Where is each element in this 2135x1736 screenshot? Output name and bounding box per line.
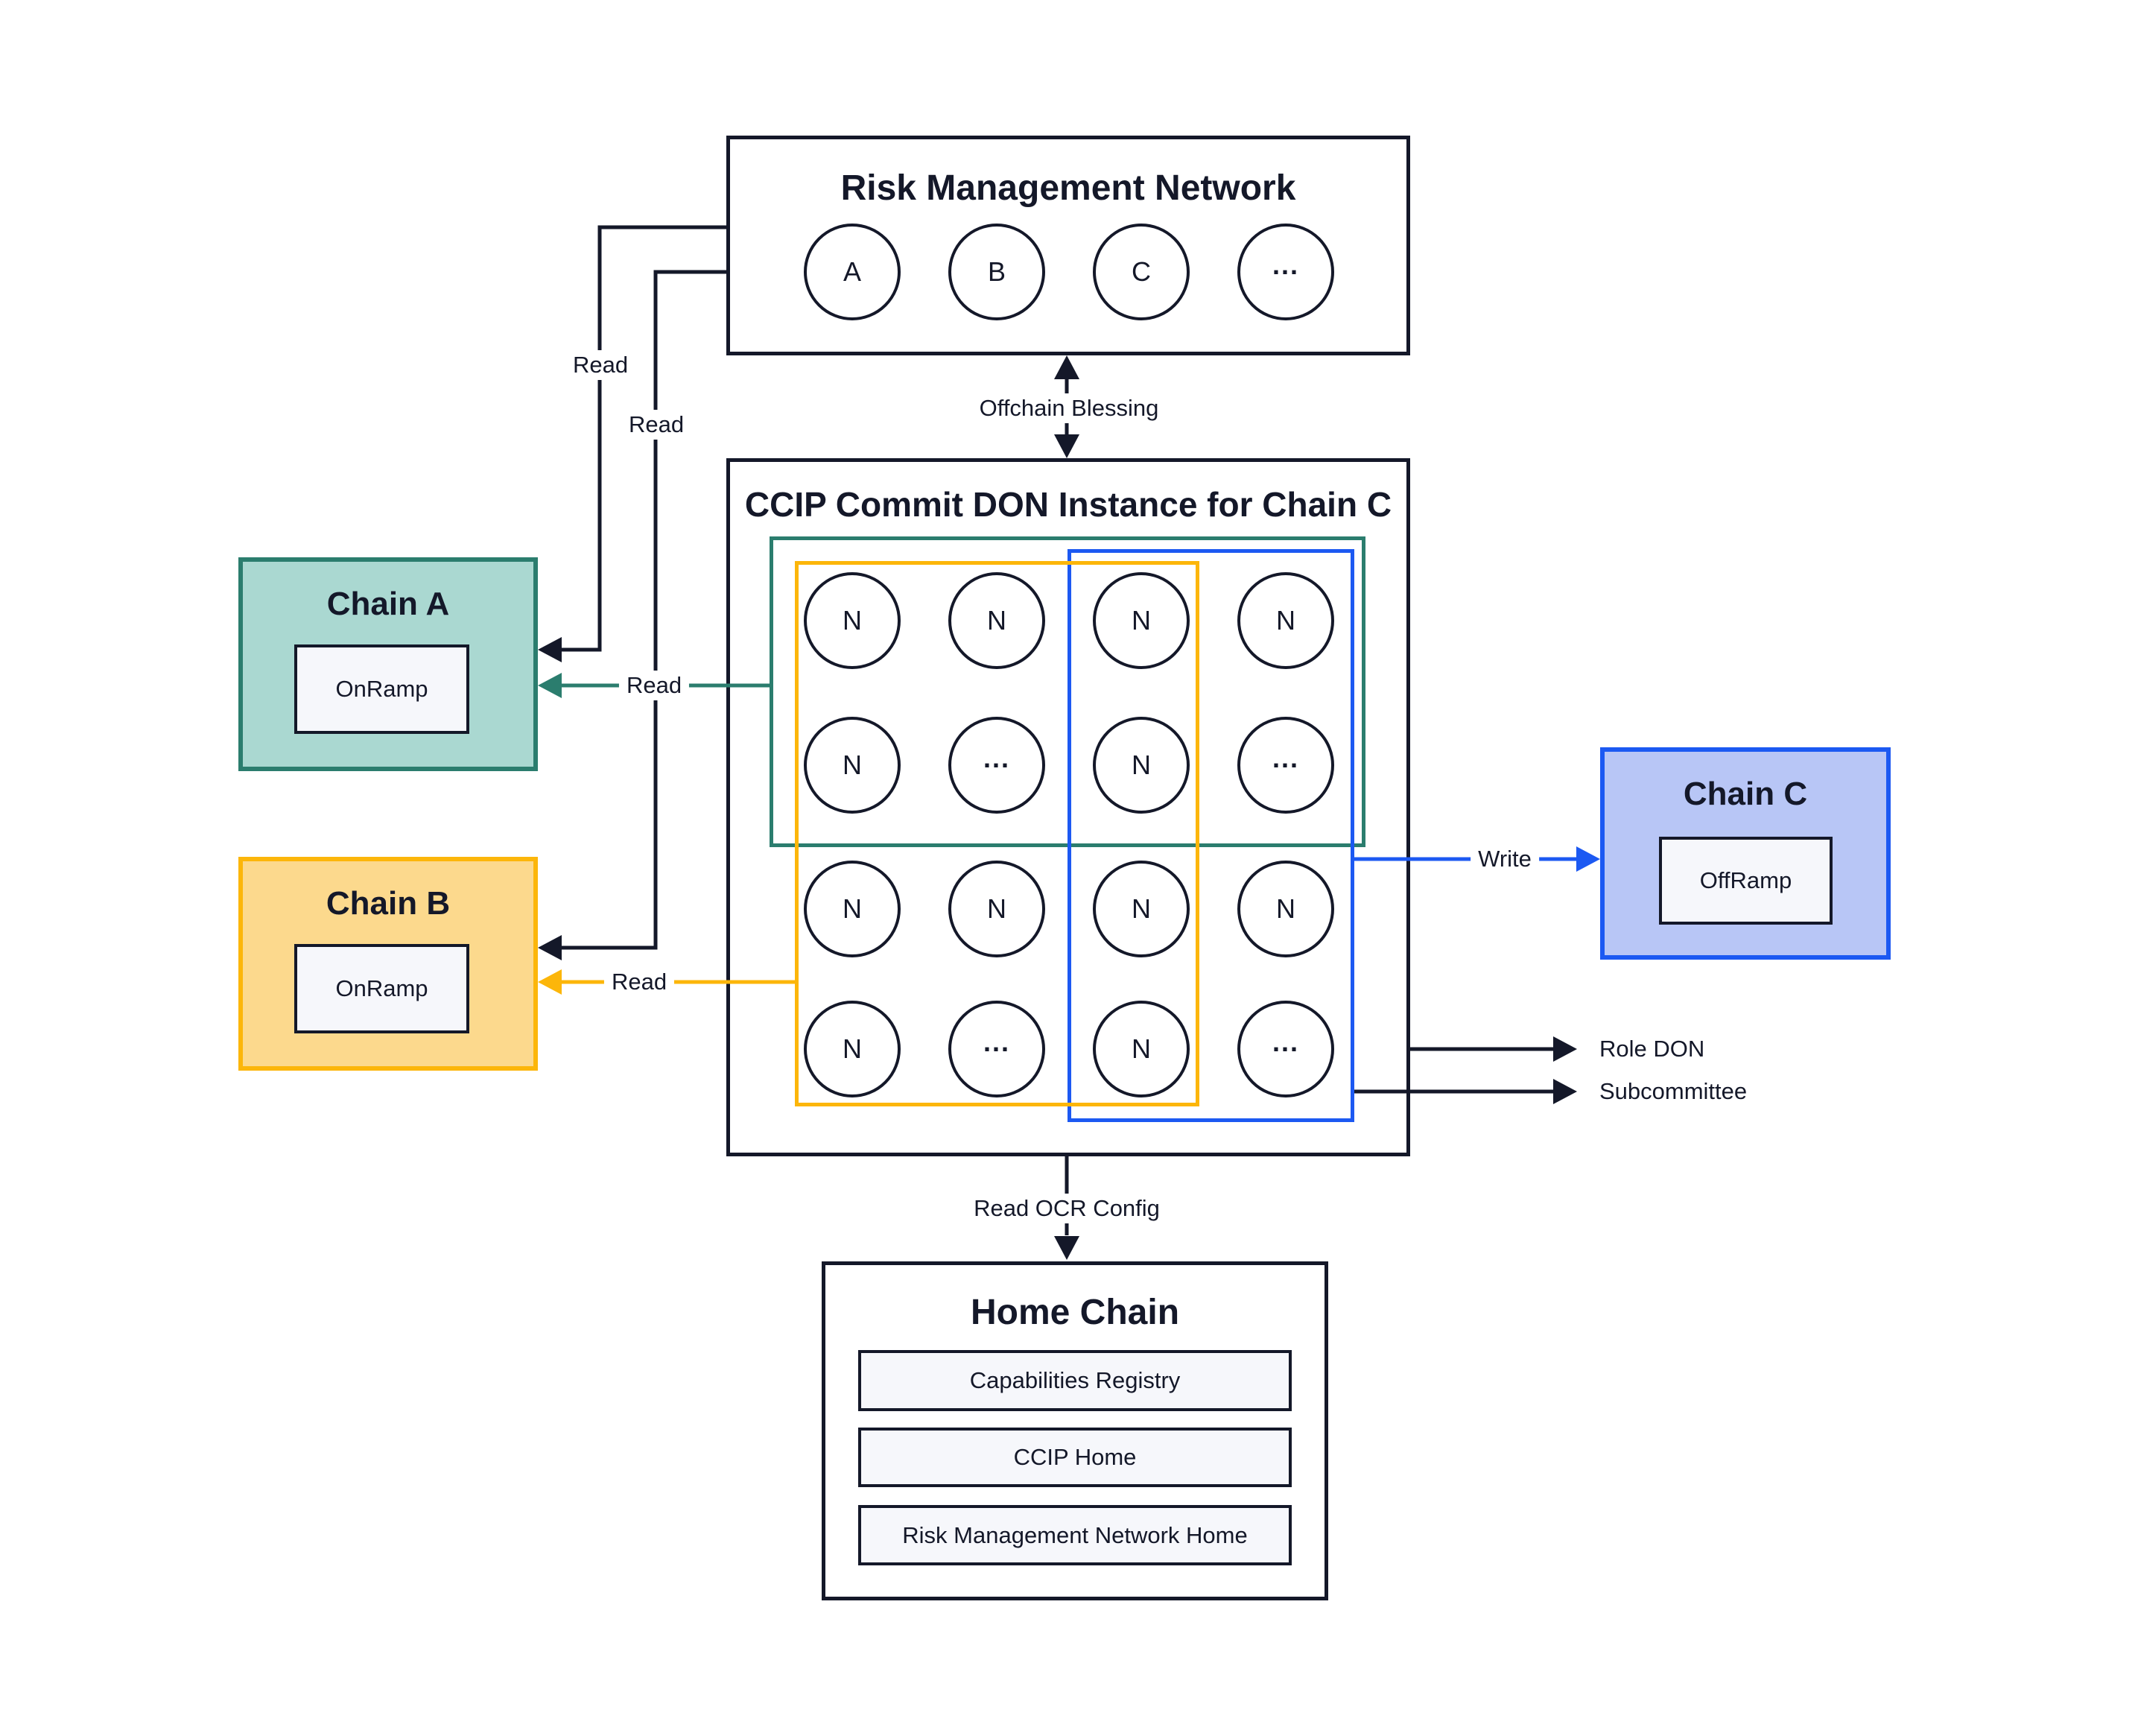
arrowhead-down-icon	[1054, 1236, 1079, 1260]
read-label-don-to-a: Read	[618, 671, 690, 700]
arrowhead-right-icon	[1576, 846, 1600, 872]
ccip-commit-don-title: CCIP Commit DON Instance for Chain C	[744, 485, 1392, 524]
rmn-node-a: A	[804, 224, 901, 320]
chain-b-onramp-box: OnRamp	[294, 944, 469, 1033]
rmn-node-more-label: ...	[1272, 250, 1299, 280]
arrowhead-left-icon	[538, 673, 562, 698]
rmn-node-c-label: C	[1132, 256, 1151, 287]
ccip-home-box: CCIP Home	[858, 1428, 1292, 1487]
chain-a-onramp-label: OnRamp	[335, 676, 428, 702]
role-don-label: Role DON	[1599, 1036, 1705, 1062]
chain-b-subcommittee-rect	[795, 561, 1199, 1106]
chain-c-subcommittee-rect	[1068, 549, 1354, 1122]
don-node: ...	[948, 717, 1045, 814]
chain-b-title: Chain B	[326, 885, 451, 922]
don-node: ...	[948, 1001, 1045, 1097]
don-node: N	[804, 572, 901, 669]
rmn-node-c: C	[1093, 224, 1190, 320]
arrowhead-down-icon	[1054, 434, 1079, 458]
subcommittee-label: Subcommittee	[1599, 1078, 1748, 1104]
don-node: N	[1093, 572, 1190, 669]
don-node: ...	[1237, 717, 1334, 814]
don-node: N	[804, 861, 901, 957]
read-ocr-config-label: Read OCR Config	[966, 1194, 1167, 1223]
don-node: N	[1093, 861, 1190, 957]
arrowhead-left-icon	[538, 935, 562, 960]
don-node: N	[1237, 861, 1334, 957]
write-label: Write	[1471, 844, 1539, 874]
don-node: N	[1093, 717, 1190, 814]
rmn-node-more: ...	[1237, 224, 1334, 320]
rmn-node-a-label: A	[843, 256, 861, 287]
risk-management-network-title: Risk Management Network	[840, 168, 1296, 208]
don-node: N	[1237, 572, 1334, 669]
offchain-blessing-label: Offchain Blessing	[971, 393, 1167, 423]
risk-management-network-home-box: Risk Management Network Home	[858, 1505, 1292, 1565]
don-node: ...	[1237, 1001, 1334, 1097]
read-label-rmn-to-b: Read	[621, 410, 692, 440]
read-label-don-to-b: Read	[603, 967, 675, 997]
read-label-rmn-to-a: Read	[565, 350, 636, 380]
chain-c-title: Chain C	[1683, 776, 1808, 812]
arrowhead-up-icon	[1054, 355, 1079, 379]
chain-c-offramp-box: OffRamp	[1659, 837, 1833, 925]
arrowhead-left-icon	[538, 637, 562, 662]
chain-c-offramp-label: OffRamp	[1699, 867, 1792, 893]
arrowhead-left-icon	[538, 969, 562, 995]
don-node: N	[948, 861, 1045, 957]
don-node: N	[948, 572, 1045, 669]
arrowhead-right-icon	[1553, 1079, 1577, 1104]
capabilities-registry-box: Capabilities Registry	[858, 1350, 1292, 1411]
don-node: N	[1093, 1001, 1190, 1097]
home-chain-title: Home Chain	[970, 1293, 1180, 1332]
chain-a-onramp-box: OnRamp	[294, 644, 469, 734]
rmn-node-b-label: B	[987, 256, 1006, 287]
chain-b-onramp-label: OnRamp	[335, 975, 428, 1001]
arrowhead-right-icon	[1553, 1036, 1577, 1062]
don-node: N	[804, 1001, 901, 1097]
don-node: N	[804, 717, 901, 814]
chain-a-title: Chain A	[326, 586, 450, 622]
rmn-node-b: B	[948, 224, 1045, 320]
